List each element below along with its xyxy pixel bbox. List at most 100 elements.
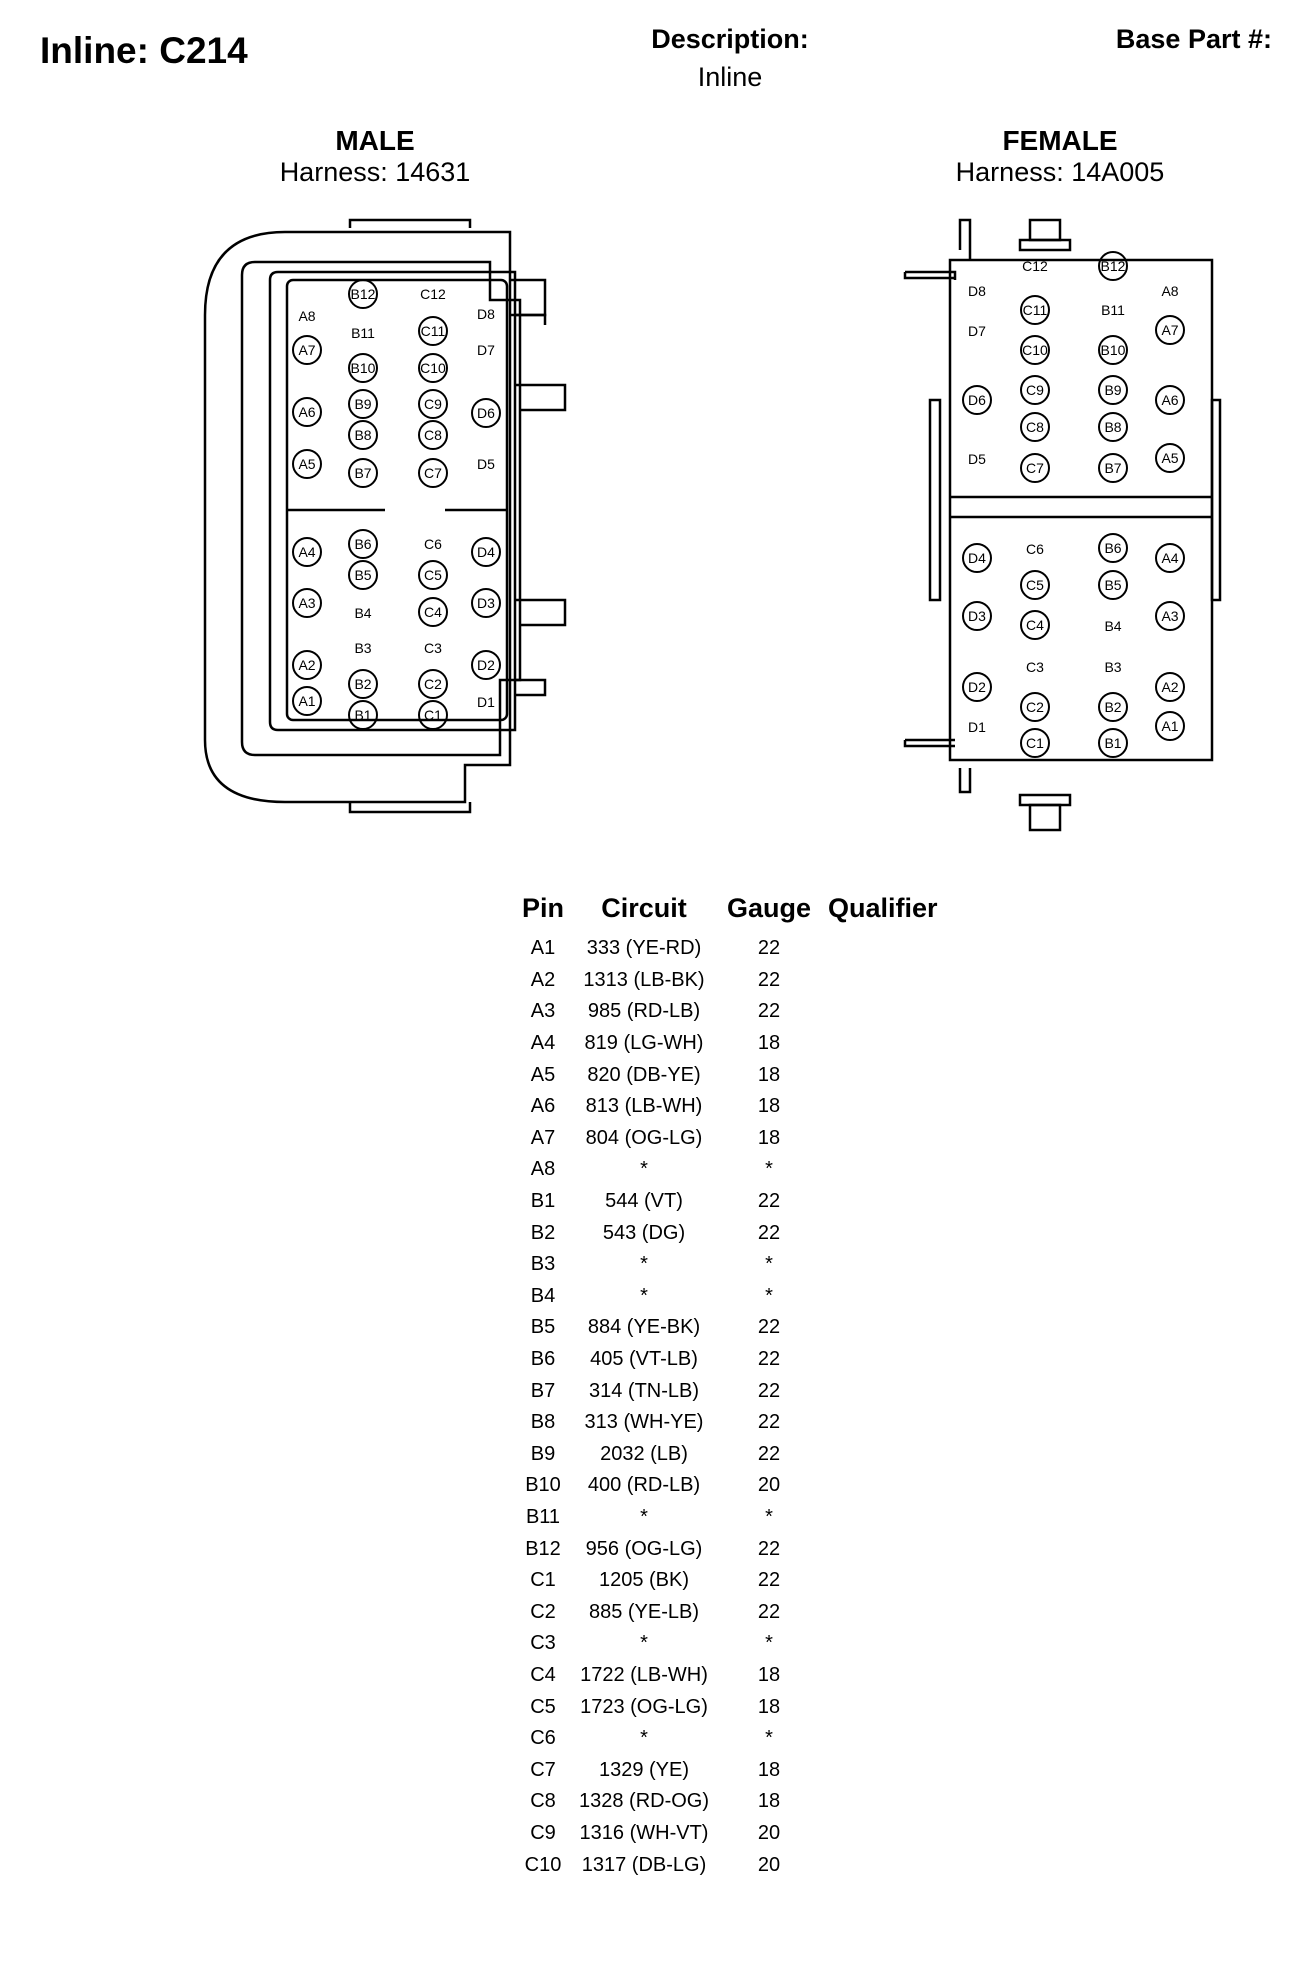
female-pin-circle — [1020, 453, 1050, 483]
qualifier-cell — [824, 1281, 942, 1313]
gauge-cell: 18 — [757, 1032, 781, 1055]
pin-cell: C5 — [530, 1695, 556, 1718]
female-pin-label: B10 — [1101, 342, 1126, 358]
male-pin-circle — [292, 686, 322, 716]
pin-cell: B7 — [530, 1379, 556, 1402]
circuit-cell: * — [640, 1727, 648, 1750]
circuit-cell: 1316 (WH-VT) — [579, 1821, 709, 1844]
female-pin-label: D4 — [968, 550, 986, 566]
col-header-pin: Pin — [521, 893, 564, 923]
male-pin-label: B1 — [354, 707, 371, 723]
male-pin-circle — [418, 700, 448, 730]
circuit-cell: 956 (OG-LG) — [585, 1537, 703, 1560]
male-pin-circle — [292, 588, 322, 618]
female-pin-circle — [962, 672, 992, 702]
male-pin-label: A3 — [298, 595, 315, 611]
col-header-gauge: Gauge — [726, 893, 812, 923]
gauge-cell: * — [765, 1505, 773, 1528]
circuit-cell: 985 (RD-LB) — [587, 1000, 701, 1023]
female-pin-label: B3 — [1104, 659, 1121, 675]
pin-cell: C2 — [530, 1600, 556, 1623]
qualifier-cell — [824, 1533, 942, 1565]
circuit-cell: 543 (DG) — [602, 1221, 686, 1244]
male-pin-circle — [471, 398, 501, 428]
female-pin-circle — [1098, 251, 1128, 281]
male-pin-label: C10 — [420, 360, 446, 376]
gauge-cell: 22 — [757, 968, 781, 991]
circuit-cell: 1722 (LB-WH) — [580, 1663, 708, 1686]
male-pin-circle — [348, 420, 378, 450]
circuit-cell: 884 (YE-BK) — [587, 1316, 701, 1339]
qualifier-cell — [824, 1754, 942, 1786]
female-connector-outline — [903, 218, 1222, 832]
gauge-cell: 20 — [757, 1474, 781, 1497]
male-pin-label: D6 — [477, 405, 495, 421]
gauge-cell: 22 — [757, 1000, 781, 1023]
gauge-cell: 22 — [757, 1442, 781, 1465]
female-pin-label: C4 — [1026, 617, 1044, 633]
qualifier-cell — [824, 1628, 942, 1660]
gauge-cell: 20 — [757, 1853, 781, 1876]
qualifier-cell — [824, 1249, 942, 1281]
gauge-cell: 20 — [757, 1821, 781, 1844]
female-pin-label: C3 — [1026, 659, 1044, 675]
male-pin-circle — [292, 449, 322, 479]
gauge-cell: 18 — [757, 1095, 781, 1118]
qualifier-cell — [824, 1849, 942, 1881]
qualifier-cell — [824, 1375, 942, 1407]
male-pin-circle — [418, 389, 448, 419]
circuit-cell: * — [640, 1284, 648, 1307]
pin-cell: B2 — [530, 1221, 556, 1244]
circuit-cell: * — [640, 1158, 648, 1181]
male-pin-label: B8 — [354, 427, 371, 443]
male-pin-label: A4 — [298, 544, 315, 560]
male-pin-label: C3 — [424, 640, 442, 656]
male-pin-label: C7 — [424, 465, 442, 481]
circuit-cell: 313 (WH-YE) — [584, 1411, 704, 1434]
male-pin-circle — [471, 650, 501, 680]
male-connector-outline — [203, 218, 567, 814]
pin-cell: B1 — [530, 1190, 556, 1213]
female-pin-label: C9 — [1026, 382, 1044, 398]
male-pin-circle — [348, 279, 378, 309]
qualifier-cell — [824, 1691, 942, 1723]
qualifier-cell — [824, 933, 942, 965]
female-pin-label: B9 — [1104, 382, 1121, 398]
female-pin-label: C1 — [1026, 735, 1044, 751]
female-pin-label: D1 — [968, 719, 986, 735]
male-pin-label: D3 — [477, 595, 495, 611]
circuit-cell: 314 (TN-LB) — [588, 1379, 700, 1402]
female-pin-label: B7 — [1104, 460, 1121, 476]
gauge-cell: 18 — [757, 1063, 781, 1086]
female-pin-circle — [1098, 533, 1128, 563]
pin-cell: A1 — [530, 937, 556, 960]
male-pin-label: C9 — [424, 396, 442, 412]
circuit-cell: 820 (DB-YE) — [587, 1063, 701, 1086]
gauge-cell: 22 — [757, 1316, 781, 1339]
female-pin-circle — [1020, 692, 1050, 722]
male-pin-label: C6 — [424, 536, 442, 552]
female-pin-circle — [1020, 610, 1050, 640]
male-pin-circle — [418, 560, 448, 590]
male-pin-circle — [418, 353, 448, 383]
pin-cell: B3 — [530, 1253, 556, 1276]
circuit-cell: 1205 (BK) — [598, 1569, 690, 1592]
male-pin-label: B2 — [354, 676, 371, 692]
female-pin-circle — [1020, 570, 1050, 600]
qualifier-cell — [824, 1217, 942, 1249]
male-pin-circle — [418, 316, 448, 346]
pin-cell: C6 — [530, 1727, 556, 1750]
male-pin-label: A1 — [298, 693, 315, 709]
circuit-cell: 400 (RD-LB) — [587, 1474, 701, 1497]
male-pin-label: D7 — [477, 342, 495, 358]
